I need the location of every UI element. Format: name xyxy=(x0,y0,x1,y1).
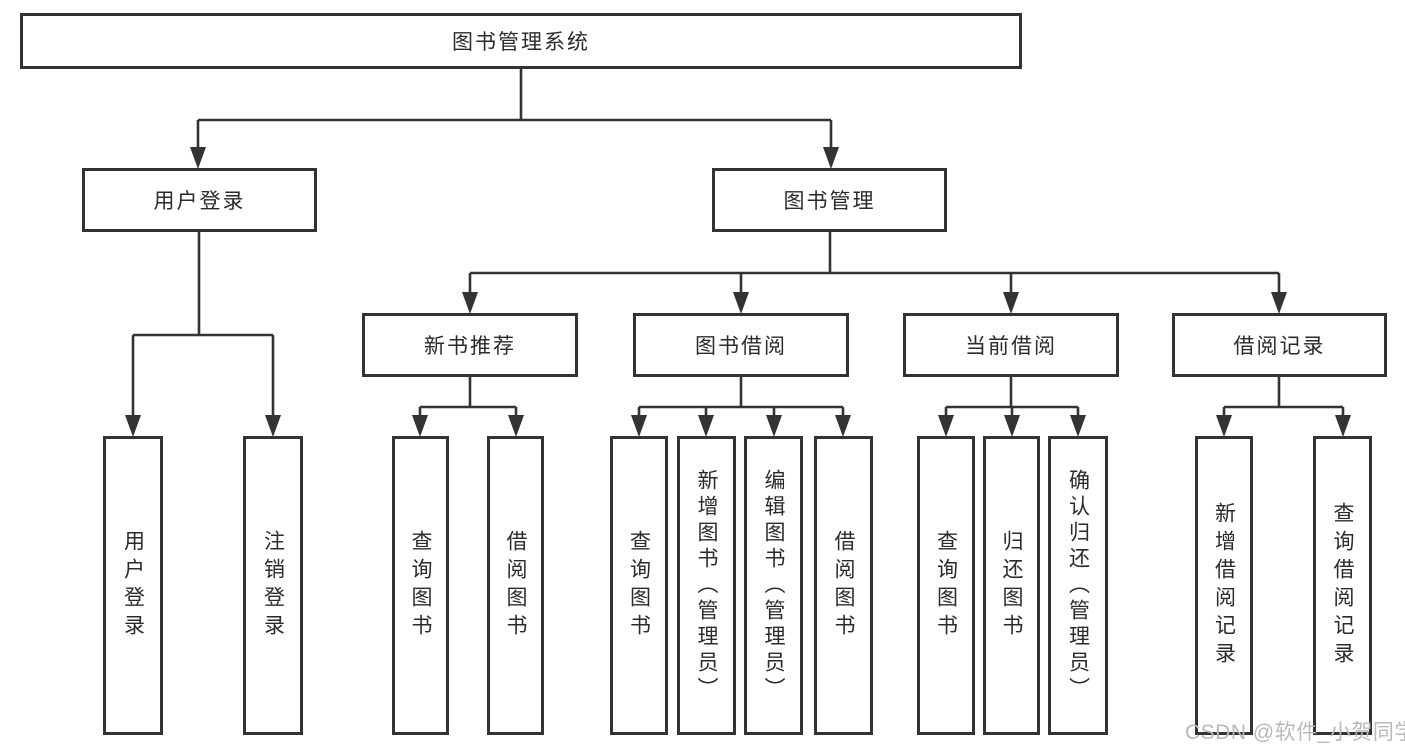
leaf-borrow-add-books-admin-label: 新增图书（管理员） xyxy=(695,468,718,703)
leaf-current-return-books: 归还图书 xyxy=(983,436,1040,735)
node-borrow-records: 借阅记录 xyxy=(1172,313,1387,377)
node-book-management: 图书管理 xyxy=(712,168,947,232)
leaf-borrow-add-books-admin: 新增图书（管理员） xyxy=(677,436,736,735)
leaf-recommend-query-books: 查询图书 xyxy=(392,436,449,735)
leaf-borrow-query-books: 查询图书 xyxy=(610,436,668,735)
leaf-records-query-record: 查询借阅记录 xyxy=(1313,436,1372,735)
leaf-records-query-record-label: 查询借阅记录 xyxy=(1331,501,1354,670)
leaf-current-confirm-return-admin-label: 确认归还（管理员） xyxy=(1066,468,1090,703)
node-new-book-recommend-label: 新书推荐 xyxy=(424,335,516,358)
node-current-borrow-label: 当前借阅 xyxy=(965,335,1057,358)
leaf-recommend-borrow-books-label: 借阅图书 xyxy=(504,529,527,642)
leaf-borrow-edit-books-admin: 编辑图书（管理员） xyxy=(744,436,803,735)
watermark-text: CSDN @软件_小贺同学 xyxy=(1185,721,1405,744)
leaf-borrow-borrow-books-label: 借阅图书 xyxy=(832,529,855,642)
node-book-borrow: 图书借阅 xyxy=(633,313,849,377)
arrowhead-icons xyxy=(125,147,1351,437)
leaf-recommend-borrow-books: 借阅图书 xyxy=(487,436,544,735)
node-borrow-records-label: 借阅记录 xyxy=(1233,335,1326,358)
leaf-current-return-books-label: 归还图书 xyxy=(1000,529,1023,642)
leaf-user-login-label: 用户登录 xyxy=(121,529,145,642)
node-root-label: 图书管理系统 xyxy=(452,31,590,54)
node-book-borrow-label: 图书借阅 xyxy=(695,335,787,358)
leaf-records-add-record-label: 新增借阅记录 xyxy=(1212,501,1236,670)
leaf-borrow-borrow-books: 借阅图书 xyxy=(814,436,873,735)
node-root: 图书管理系统 xyxy=(20,13,1022,69)
leaf-current-confirm-return-admin: 确认归还（管理员） xyxy=(1048,436,1108,735)
node-user-login: 用户登录 xyxy=(82,168,317,232)
node-book-management-label: 图书管理 xyxy=(783,190,876,213)
leaf-logout-label: 注销登录 xyxy=(261,529,285,642)
leaf-current-query-books-label: 查询图书 xyxy=(934,529,958,642)
node-user-login-label: 用户登录 xyxy=(153,190,246,213)
leaf-user-login: 用户登录 xyxy=(103,436,163,735)
leaf-current-query-books: 查询图书 xyxy=(917,436,975,735)
leaf-recommend-query-books-label: 查询图书 xyxy=(409,529,432,642)
leaf-borrow-edit-books-admin-label: 编辑图书（管理员） xyxy=(762,468,785,703)
node-new-book-recommend: 新书推荐 xyxy=(362,313,578,377)
leaf-borrow-query-books-label: 查询图书 xyxy=(627,529,651,642)
leaf-logout: 注销登录 xyxy=(243,436,303,735)
leaf-records-add-record: 新增借阅记录 xyxy=(1195,436,1253,735)
node-current-borrow: 当前借阅 xyxy=(903,313,1119,377)
